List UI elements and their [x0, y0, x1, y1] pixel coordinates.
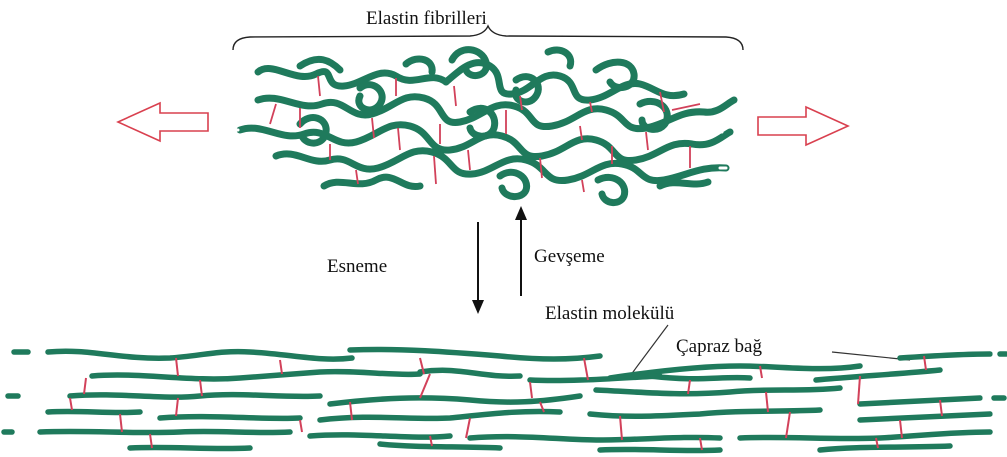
hollow-left-arrow-icon — [118, 103, 208, 141]
brace — [233, 26, 743, 50]
stretched-fiber-network — [4, 349, 1006, 450]
relax-label: Gevşeme — [534, 246, 605, 267]
hollow-right-arrow-icon — [758, 107, 848, 145]
crosslink-label: Çapraz bağ — [676, 336, 762, 357]
down-arrow-icon — [472, 222, 484, 314]
stretch-label: Esneme — [327, 256, 387, 277]
up-arrow-icon — [515, 206, 527, 296]
elastin-fibrils-label: Elastin fibrilleri — [366, 8, 487, 29]
elastin-molecule-label: Elastin molekülü — [545, 303, 675, 324]
coiled-fibril-network — [232, 50, 734, 203]
